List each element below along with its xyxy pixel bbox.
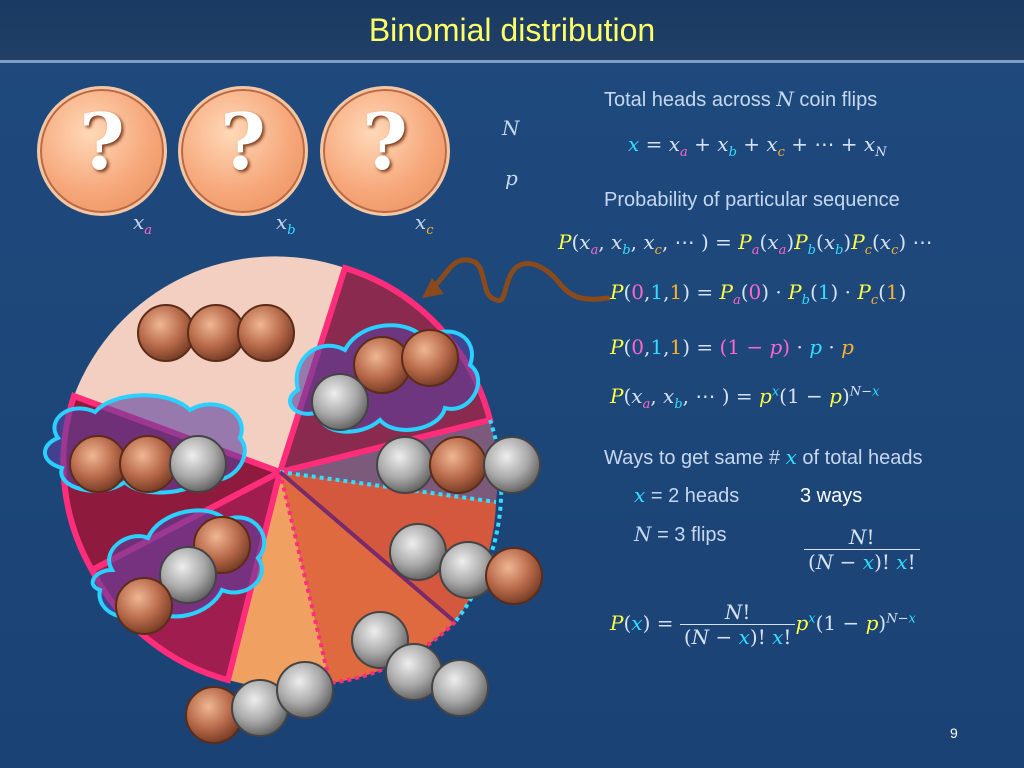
- eq-sequence-product: P(xa, xb, xc, ⋯ ) = Pa(xa)Pb(xb)Pc(xc) ⋯: [558, 230, 933, 258]
- coin-b: ?: [178, 86, 308, 216]
- penny-icon: [402, 330, 458, 386]
- label-x-c: xc: [415, 210, 434, 238]
- coin-group-tth: [70, 436, 226, 492]
- var-p: p: [505, 166, 518, 190]
- eq-total-heads: x = xa + xb + xc + ⋯ + xN: [628, 132, 887, 160]
- question-mark-icon: ?: [40, 97, 164, 188]
- penny-icon: [138, 305, 194, 361]
- memorial-coin-icon: [390, 524, 446, 580]
- penny-icon: [116, 578, 172, 634]
- slide-title: Binomial distribution: [0, 12, 1024, 49]
- eq-011-factored: P(0,1,1) = Pa(0) · Pb(1) · Pc(1): [610, 280, 906, 308]
- memorial-coin-icon: [312, 374, 368, 430]
- eq-general-sequence: P(xa, xb, ⋯ ) = px(1 − p)N−x: [610, 384, 879, 412]
- text-three-ways: 3 ways: [800, 485, 862, 508]
- heading-total-heads: Total heads across N coin flips: [604, 87, 877, 112]
- heading-ways: Ways to get same # x of total heads: [604, 445, 923, 470]
- memorial-coin-icon: [277, 662, 333, 718]
- memorial-coin-icon: [170, 436, 226, 492]
- memorial-coin-icon: [377, 437, 433, 493]
- squiggle-arrow: [410, 250, 620, 320]
- eq-011-values: P(0,1,1) = (1 − p) · p · p: [610, 335, 854, 359]
- page-number: 9: [950, 725, 958, 741]
- text-x-heads: x = 2 heads: [634, 483, 739, 508]
- text-n-flips: N = 3 flips: [634, 522, 727, 547]
- penny-icon: [70, 436, 126, 492]
- memorial-coin-icon: [484, 437, 540, 493]
- coin-group-htt: [377, 437, 540, 493]
- penny-icon: [238, 305, 294, 361]
- var-N: N: [502, 116, 520, 140]
- eq-combinations: N!(N − x)! x!: [804, 525, 920, 574]
- question-mark-icon: ?: [323, 97, 447, 188]
- penny-icon: [486, 548, 542, 604]
- memorial-coin-icon: [432, 660, 488, 716]
- heading-probability-sequence: Probability of particular sequence: [604, 189, 900, 212]
- label-x-b: xb: [276, 210, 296, 238]
- coin-a: ?: [37, 86, 167, 216]
- penny-icon: [430, 437, 486, 493]
- question-mark-icon: ?: [181, 97, 305, 188]
- label-x-a: xa: [133, 210, 152, 238]
- penny-icon: [188, 305, 244, 361]
- coin-c: ?: [320, 86, 450, 216]
- coin-group-ttt: [138, 305, 294, 361]
- eq-binomial-formula: P(x) = N!(N − x)! x!px(1 − p)N−x: [610, 600, 916, 649]
- penny-icon: [120, 436, 176, 492]
